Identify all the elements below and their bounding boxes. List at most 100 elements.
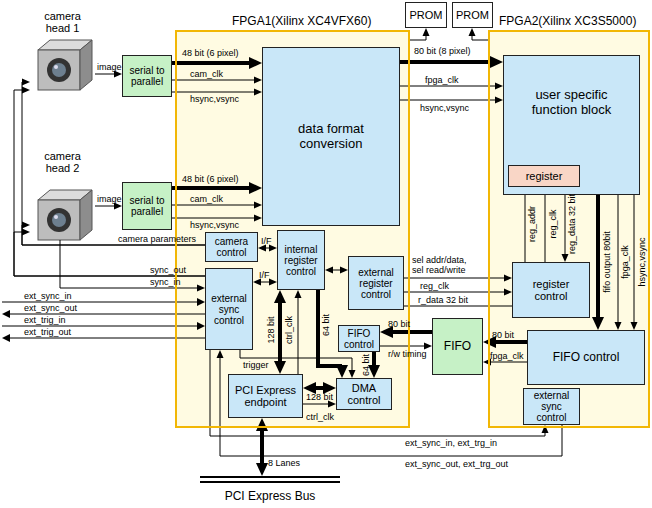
arrowhead	[495, 97, 503, 104]
connector-line	[400, 86, 496, 87]
node-text: FIFO	[441, 340, 474, 353]
function-box: user specific function blockregister	[503, 55, 640, 195]
arrowhead	[274, 290, 286, 303]
arrowhead	[424, 343, 432, 350]
signal-label: 80 bit (8 pixel)	[414, 46, 471, 56]
arrowhead	[22, 87, 30, 94]
signal-arrow	[22, 79, 205, 246]
connector-line	[22, 225, 205, 245]
function-box: external sync control	[523, 388, 580, 425]
connector-line	[172, 205, 255, 206]
signal-label: 80 bit	[492, 330, 514, 340]
signal-arrow	[60, 240, 205, 292]
connector-line	[400, 100, 496, 101]
signal-label: fpga_clk	[425, 75, 459, 85]
signal-arrow	[210, 350, 549, 436]
signal-label: cam_clk	[190, 194, 223, 204]
arrowhead	[423, 28, 430, 36]
signal-label: fifo output 80bit	[602, 231, 612, 293]
arrowhead	[490, 56, 503, 68]
node-text: FPGA2(Xilinx XC3S5000)	[499, 15, 636, 28]
node-text: FIFO control	[550, 351, 623, 364]
connector-line	[95, 74, 115, 75]
bus-arrow	[172, 57, 262, 69]
signal-label: 48 bit (6 pixel)	[182, 48, 239, 58]
connector-line	[260, 430, 264, 464]
connector-line	[22, 82, 205, 245]
connector-line	[565, 194, 566, 255]
connector-line	[545, 194, 546, 262]
signal-label: 8 Lanes	[268, 458, 300, 468]
signal-label: reg_clk	[547, 209, 557, 238]
pci-express-bus: PCI Express Bus	[200, 476, 340, 506]
signal-label: fpga_clk	[620, 245, 630, 279]
camera-icon	[38, 190, 92, 240]
prom-chip: PROM	[452, 2, 493, 28]
function-box: FIFO control	[338, 325, 380, 352]
function-box: DMA control	[336, 378, 392, 410]
signal-label: sync_in	[150, 277, 181, 287]
arrowhead	[197, 285, 205, 292]
connector-line	[298, 297, 299, 374]
connector-line	[495, 340, 527, 344]
arrowhead	[22, 222, 30, 229]
signal-label: image	[97, 62, 122, 72]
arrowhead	[295, 290, 302, 298]
converter-box: serial to parallel	[122, 182, 172, 230]
node-text: external sync control	[524, 390, 579, 423]
node-text: camera control	[206, 236, 257, 258]
node-text: camera head 1	[37, 10, 88, 34]
connector-line	[220, 357, 562, 456]
connector-line	[634, 195, 635, 323]
signal-label: ext_sync_in	[24, 291, 72, 301]
connector-line	[392, 330, 432, 334]
node-text: register	[523, 170, 566, 182]
connector-line	[596, 195, 600, 318]
signal-arrow	[325, 267, 348, 274]
connector-line	[260, 282, 270, 283]
node-text: external register control	[349, 267, 403, 300]
function-box: FIFO control	[527, 330, 645, 385]
prom-chip: PROM	[405, 2, 447, 28]
signal-label: reg_data 32 bit	[567, 194, 577, 254]
node-text: FPGA1(Xilinx XC4VFX60)	[232, 15, 371, 28]
arrowhead	[340, 267, 348, 274]
arrowhead	[631, 322, 638, 330]
signal-label: ext_sync_out, ext_trg_out	[405, 459, 508, 469]
connector-line	[315, 386, 324, 390]
arrowhead	[22, 79, 30, 86]
signal-label: hsync,vsync	[190, 94, 239, 104]
arrowhead	[254, 215, 262, 222]
arrowhead	[325, 267, 333, 274]
signal-arrow	[217, 350, 563, 456]
arrowhead	[249, 57, 262, 69]
arrowhead	[217, 350, 224, 358]
arrowhead	[274, 361, 286, 374]
function-box: register control	[512, 262, 590, 318]
signal-arrow	[404, 275, 512, 282]
signal-label: reg_clk	[420, 281, 449, 291]
region-fill	[488, 30, 650, 428]
signal-label: 128 bit	[265, 316, 275, 343]
signal-label: ext_sync_out	[24, 303, 77, 313]
arrowhead	[254, 77, 262, 84]
arrowhead	[592, 317, 604, 330]
signal-label: I/F	[259, 270, 270, 280]
camera-head: camera head 2	[30, 150, 95, 240]
signal-label: hsync,vsync	[190, 220, 239, 230]
signal-label: ctrl_clk	[284, 316, 294, 344]
arrowhead	[336, 365, 348, 378]
arrowhead	[269, 279, 277, 286]
signal-label: cam_clk	[190, 69, 223, 79]
node-text: register control	[513, 278, 589, 302]
node-text: PROM	[453, 9, 492, 21]
arrowhead	[504, 289, 512, 296]
signal-label: 80 bit	[388, 319, 410, 329]
node-text: FIFO control	[339, 328, 379, 350]
signal-label: ext_trig_in	[24, 315, 66, 325]
signal-arrow	[22, 222, 205, 246]
connector-line	[60, 240, 198, 288]
function-box: external register control	[348, 256, 404, 310]
